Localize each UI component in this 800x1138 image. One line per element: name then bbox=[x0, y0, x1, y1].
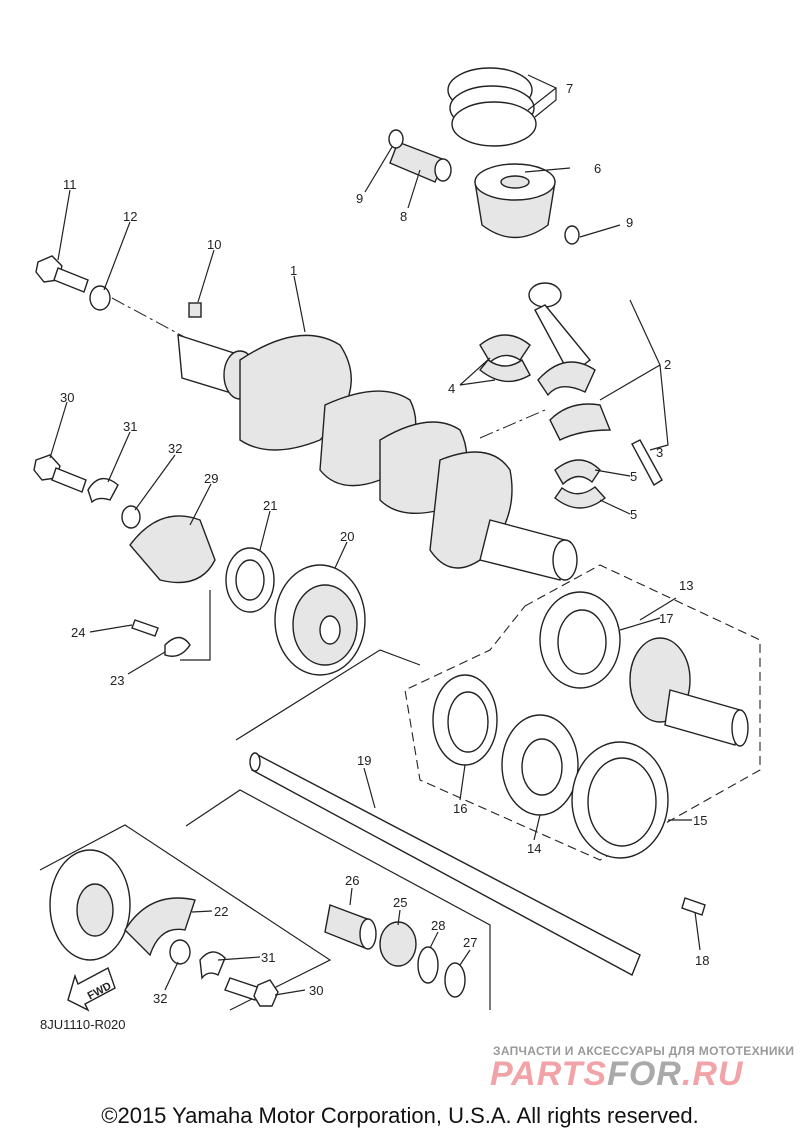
callout-labels: 7 6 9 8 9 11 12 10 1 2 4 3 5 5 30 31 32 … bbox=[60, 81, 709, 1006]
callout-13: 13 bbox=[679, 578, 693, 593]
callout-25: 25 bbox=[393, 895, 407, 910]
gear-20 bbox=[274, 564, 366, 676]
bearing-5 bbox=[554, 486, 607, 509]
callout-31: 31 bbox=[261, 950, 275, 965]
callout-3: 3 bbox=[656, 445, 663, 460]
fwd-arrow-icon: FWD bbox=[67, 966, 116, 1012]
collar-26 bbox=[324, 904, 377, 950]
plate-23 bbox=[164, 636, 191, 657]
piston-pin bbox=[389, 141, 452, 183]
watermark-logo-part1: PARTS bbox=[490, 1055, 608, 1093]
callout-9: 9 bbox=[626, 215, 633, 230]
callout-20: 20 bbox=[340, 529, 354, 544]
lock-washer-31 bbox=[87, 477, 119, 504]
bearing-5 bbox=[554, 459, 601, 486]
callout-27: 27 bbox=[463, 935, 477, 950]
key-10 bbox=[188, 302, 202, 318]
callout-17: 17 bbox=[659, 611, 673, 626]
shaft-19 bbox=[249, 752, 641, 976]
bolt-11 bbox=[35, 255, 89, 293]
bearing-4 bbox=[479, 358, 531, 383]
bearing-17 bbox=[539, 591, 621, 689]
piston bbox=[474, 163, 556, 239]
bearing-14 bbox=[501, 714, 579, 816]
watermark-logo-part3: .RU bbox=[681, 1055, 744, 1093]
callout-6: 6 bbox=[594, 161, 601, 176]
callout-1: 1 bbox=[290, 263, 297, 278]
centerline bbox=[111, 297, 191, 341]
callout-5: 5 bbox=[630, 469, 637, 484]
callout-21: 21 bbox=[263, 498, 277, 513]
bolt-3 bbox=[631, 439, 663, 486]
balancer-weight-29 bbox=[129, 515, 216, 584]
callout-29: 29 bbox=[204, 471, 218, 486]
callout-28: 28 bbox=[431, 918, 445, 933]
callout-8: 8 bbox=[400, 209, 407, 224]
callout-32: 32 bbox=[153, 991, 167, 1006]
callout-14: 14 bbox=[527, 841, 541, 856]
output-shaft-13 bbox=[629, 637, 749, 747]
crankshaft bbox=[177, 334, 578, 581]
circlip bbox=[564, 225, 580, 245]
callout-19: 19 bbox=[357, 753, 371, 768]
gear-bottom bbox=[49, 849, 131, 961]
callout-32: 32 bbox=[168, 441, 182, 456]
callout-16: 16 bbox=[453, 801, 467, 816]
callout-9: 9 bbox=[356, 191, 363, 206]
bolt-30 bbox=[33, 454, 87, 493]
callout-15: 15 bbox=[693, 813, 707, 828]
callout-18: 18 bbox=[695, 953, 709, 968]
needle-bearing-25 bbox=[379, 921, 417, 967]
bolt-18 bbox=[681, 897, 706, 916]
group-line-19 bbox=[185, 789, 491, 1010]
callout-4: 4 bbox=[448, 381, 455, 396]
watermark-logo-part2: FOR bbox=[607, 1055, 682, 1093]
callout-30: 30 bbox=[60, 390, 74, 405]
group-line-23 bbox=[180, 590, 211, 661]
callout-31: 31 bbox=[123, 419, 137, 434]
callout-7: 7 bbox=[566, 81, 573, 96]
bearing-4 bbox=[479, 334, 531, 364]
drawing-code: 8JU1110-R020 bbox=[40, 1017, 126, 1032]
group-line-22 bbox=[39, 824, 332, 1011]
washer-32 bbox=[121, 505, 141, 529]
callout-2: 2 bbox=[664, 357, 671, 372]
connecting-rod bbox=[528, 282, 612, 441]
watermark-tagline: ЗАПЧАСТИ И АКСЕССУАРЫ ДЛЯ МОТОТЕХНИКИ bbox=[493, 1044, 795, 1058]
lock-washer-31 bbox=[199, 951, 226, 980]
callout-5: 5 bbox=[630, 507, 637, 522]
bearing-housing-15 bbox=[571, 741, 669, 859]
centerline bbox=[479, 409, 546, 439]
circlip bbox=[388, 129, 404, 149]
callout-23: 23 bbox=[110, 673, 124, 688]
circlip-28 bbox=[417, 946, 439, 984]
callout-30: 30 bbox=[309, 983, 323, 998]
callout-12: 12 bbox=[123, 209, 137, 224]
callout-24: 24 bbox=[71, 625, 85, 640]
callout-26: 26 bbox=[345, 873, 359, 888]
bearing-21 bbox=[225, 547, 275, 613]
exploded-parts-diagram: FWD 7 6 9 8 9 11 12 10 1 2 4 3 5 5 30 bbox=[33, 67, 761, 1012]
watermark-logo: PARTSFOR.RU bbox=[490, 1055, 743, 1094]
washer-32 bbox=[169, 939, 191, 965]
piston-rings bbox=[447, 67, 537, 147]
copyright-notice: ©2015 Yamaha Motor Corporation, U.S.A. A… bbox=[101, 1103, 699, 1128]
callout-22: 22 bbox=[214, 904, 228, 919]
group-outline-13 bbox=[404, 564, 761, 861]
washer-27 bbox=[444, 962, 466, 998]
callout-11: 11 bbox=[63, 177, 77, 192]
bolt-24 bbox=[131, 619, 159, 637]
group-line-20 bbox=[235, 649, 421, 741]
leader-lines bbox=[49, 74, 701, 996]
bolt-30 bbox=[224, 977, 279, 1007]
oil-seal-16 bbox=[432, 674, 498, 766]
callout-10: 10 bbox=[207, 237, 221, 252]
balancer-weight-22 bbox=[124, 897, 196, 957]
washer-12 bbox=[89, 285, 111, 311]
